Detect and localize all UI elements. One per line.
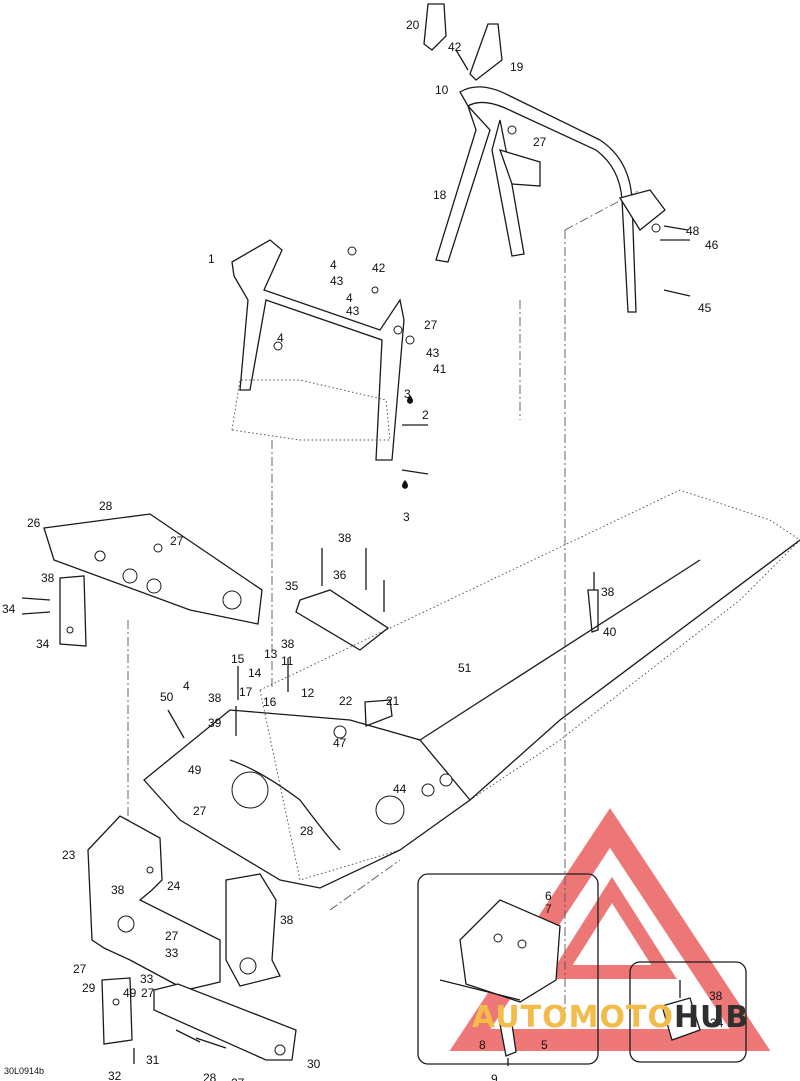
callout-42: 42 [372,261,386,275]
callout-46: 46 [705,238,719,252]
callout-23: 23 [62,848,76,862]
callout-30: 30 [307,1057,321,1071]
callout-40: 40 [603,625,617,639]
callout-15: 15 [231,652,245,666]
callout-41: 41 [433,362,447,376]
callout-9: 9 [491,1072,498,1081]
watermark-logo-text: AUTOMOTOHUB [472,1000,749,1035]
callout-49: 49 [188,763,202,777]
callout-27: 27 [141,986,155,1000]
detail-inset-bracket [417,873,599,1066]
tunnel-body [143,489,800,889]
callout-32: 32 [108,1069,122,1081]
callout-24: 24 [167,879,181,893]
front-column-bracket [231,239,429,489]
callout-33: 33 [140,972,154,986]
callout-18: 18 [433,188,447,202]
callout-43: 43 [346,304,360,318]
callout-42: 42 [448,40,462,54]
callout-27: 27 [231,1076,245,1081]
callout-16: 16 [263,695,277,709]
callout-26: 26 [27,516,41,530]
callout-36: 36 [333,568,347,582]
logo-text-hub: HUB [673,1000,750,1035]
callout-6: 6 [545,889,552,903]
callout-27: 27 [193,804,207,818]
callout-28: 28 [99,499,113,513]
callout-27: 27 [165,929,179,943]
front-cross-member [21,513,263,647]
callout-12: 12 [301,686,315,700]
callout-34: 34 [36,637,50,651]
callout-2: 2 [422,408,429,422]
callout-4: 4 [330,258,337,272]
callout-31: 31 [146,1053,160,1067]
callout-43: 43 [426,346,440,360]
callout-27: 27 [424,318,438,332]
callout-11: 11 [281,654,294,668]
callout-27: 27 [533,135,547,149]
callout-38: 38 [41,571,55,585]
callout-44: 44 [393,782,407,796]
callout-13: 13 [264,647,278,661]
callout-28: 28 [203,1071,217,1081]
callout-49: 49 [123,986,137,1000]
callout-38: 38 [208,691,222,705]
callout-19: 19 [510,60,524,74]
callout-3: 3 [403,510,410,524]
callout-33: 33 [165,946,179,960]
callout-22: 22 [339,694,353,708]
callout-51: 51 [458,661,472,675]
callout-29: 29 [82,981,96,995]
top-support-bracket [295,548,599,651]
lower-front-brackets [87,815,297,1064]
callout-50: 50 [160,690,174,704]
callout-43: 43 [330,274,344,288]
callout-38: 38 [280,913,294,927]
callout-1: 1 [208,252,215,266]
callout-39: 39 [208,716,222,730]
callout-35: 35 [285,579,299,593]
callout-38: 38 [281,637,295,651]
callout-21: 21 [386,694,400,708]
callout-20: 20 [406,18,420,32]
callout-47: 47 [333,736,347,750]
callout-14: 14 [248,666,262,680]
callout-3: 3 [404,387,411,401]
callout-8: 8 [479,1038,486,1052]
callout-27: 27 [170,534,184,548]
reference-code: 30L0914b [4,1066,45,1076]
callout-38: 38 [601,585,615,599]
callout-48: 48 [686,224,700,238]
callout-5: 5 [541,1038,548,1052]
callout-4: 4 [346,291,353,305]
callout-4: 4 [277,331,284,345]
callout-38: 38 [338,531,352,545]
detail-inset-bolt [629,961,747,1063]
steering-support-assembly [423,3,691,313]
callout-34: 34 [710,1016,724,1030]
callout-10: 10 [435,83,449,97]
callout-38: 38 [111,883,125,897]
callout-38: 38 [709,989,723,1003]
callout-4: 4 [183,679,190,693]
callout-7: 7 [545,902,552,916]
callout-17: 17 [239,685,253,699]
callout-28: 28 [300,824,314,838]
callout-45: 45 [698,301,712,315]
callout-27: 27 [73,962,87,976]
callout-34: 34 [2,602,16,616]
logo-text-automoto: AUTOMOTO [472,1000,674,1035]
